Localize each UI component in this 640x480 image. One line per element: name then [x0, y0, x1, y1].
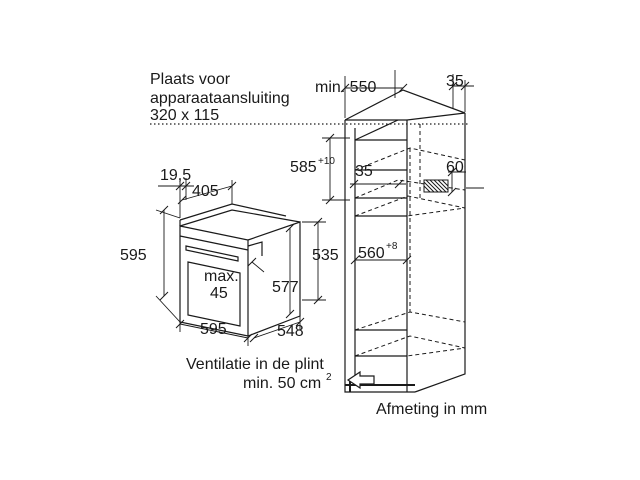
oven-dimensions: [155, 178, 326, 346]
dim-35-top-label: 35: [446, 73, 464, 90]
max-label: max.: [204, 268, 239, 285]
ventilation-label-line1: Ventilatie in de plint: [186, 356, 324, 373]
unit-note: Afmeting in mm: [376, 401, 487, 418]
dim-577-label: 577: [272, 279, 299, 296]
dim-595-bottom-label: 595: [200, 321, 227, 338]
dim-585-label: 585: [290, 159, 317, 176]
dim-560-tolerance: +8: [386, 241, 398, 252]
ventilation-sup: 2: [326, 372, 332, 383]
dim-60-label: 60: [446, 159, 464, 176]
tall-cabinet: [344, 89, 466, 393]
connection-label-line1: Plaats voor: [150, 71, 231, 88]
dim-585-tolerance: +10: [318, 156, 335, 167]
dim-548-label: 548: [277, 323, 304, 340]
dim-35-mid-label: 35: [355, 163, 373, 180]
oven: [179, 203, 301, 337]
dim-535-label: 535: [312, 247, 339, 264]
ventilation-label-line2: min. 50 cm: [243, 375, 321, 392]
cabinet-dimensions: [322, 70, 484, 265]
dim-405-label: 405: [192, 183, 219, 200]
connection-size-label: 320 x 115: [150, 107, 219, 124]
dim-595-left-label: 595: [120, 247, 147, 264]
dim-19-5-label: 19,5: [160, 167, 191, 184]
min-550-label: min. 550: [315, 79, 376, 96]
dim-560-label: 560: [358, 245, 385, 262]
connection-label-line2: apparaataansluiting: [150, 90, 290, 107]
dim-45-label: 45: [210, 285, 228, 302]
ventilation-arrow: [346, 370, 375, 390]
connection-cutout: [423, 179, 449, 193]
